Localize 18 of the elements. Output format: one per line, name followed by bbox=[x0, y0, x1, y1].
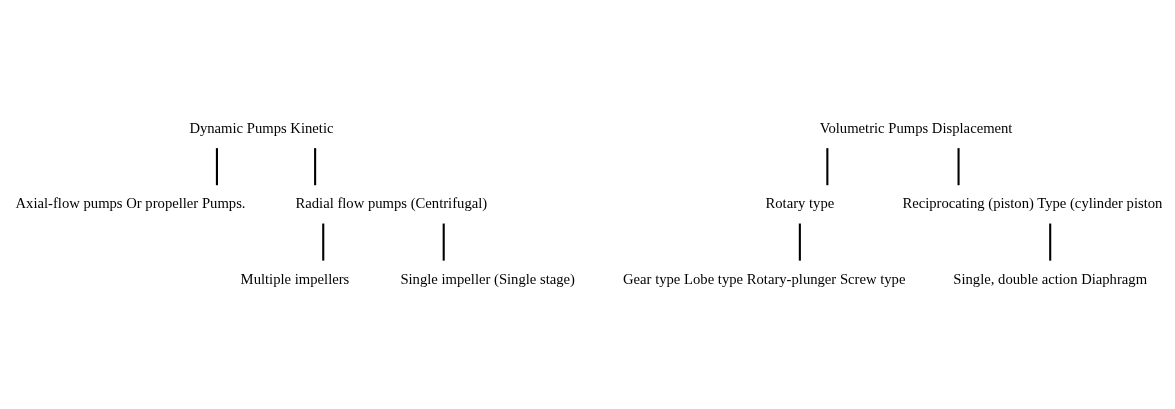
node-text: Radial flow pumps (Centrifugal) bbox=[294, 195, 487, 212]
node-text: Axial-flow pumps Or propeller Pumps. bbox=[15, 195, 246, 212]
node-text: Reciprocating (piston) Type (cylinder piston bbox=[901, 195, 1162, 212]
node-text: Multiple impellers bbox=[240, 270, 349, 287]
connector bbox=[825, 148, 828, 186]
connector bbox=[215, 148, 218, 186]
connector bbox=[957, 148, 960, 186]
connector bbox=[313, 148, 316, 186]
connector bbox=[321, 223, 324, 261]
node-text: Single, double action Diaphragm bbox=[952, 270, 1147, 287]
node-text: Volumetric Pumps Displacement bbox=[819, 119, 1012, 136]
connector bbox=[442, 223, 445, 261]
node-text: Single impeller (Single stage) bbox=[399, 270, 575, 287]
node-text: Gear type Lobe type Rotary-plunger Screw type bbox=[622, 270, 905, 287]
node-text: Dynamic Pumps Kinetic bbox=[188, 119, 333, 136]
connector bbox=[798, 223, 801, 261]
node-text: Rotary type bbox=[764, 195, 834, 212]
connector bbox=[1048, 223, 1051, 261]
